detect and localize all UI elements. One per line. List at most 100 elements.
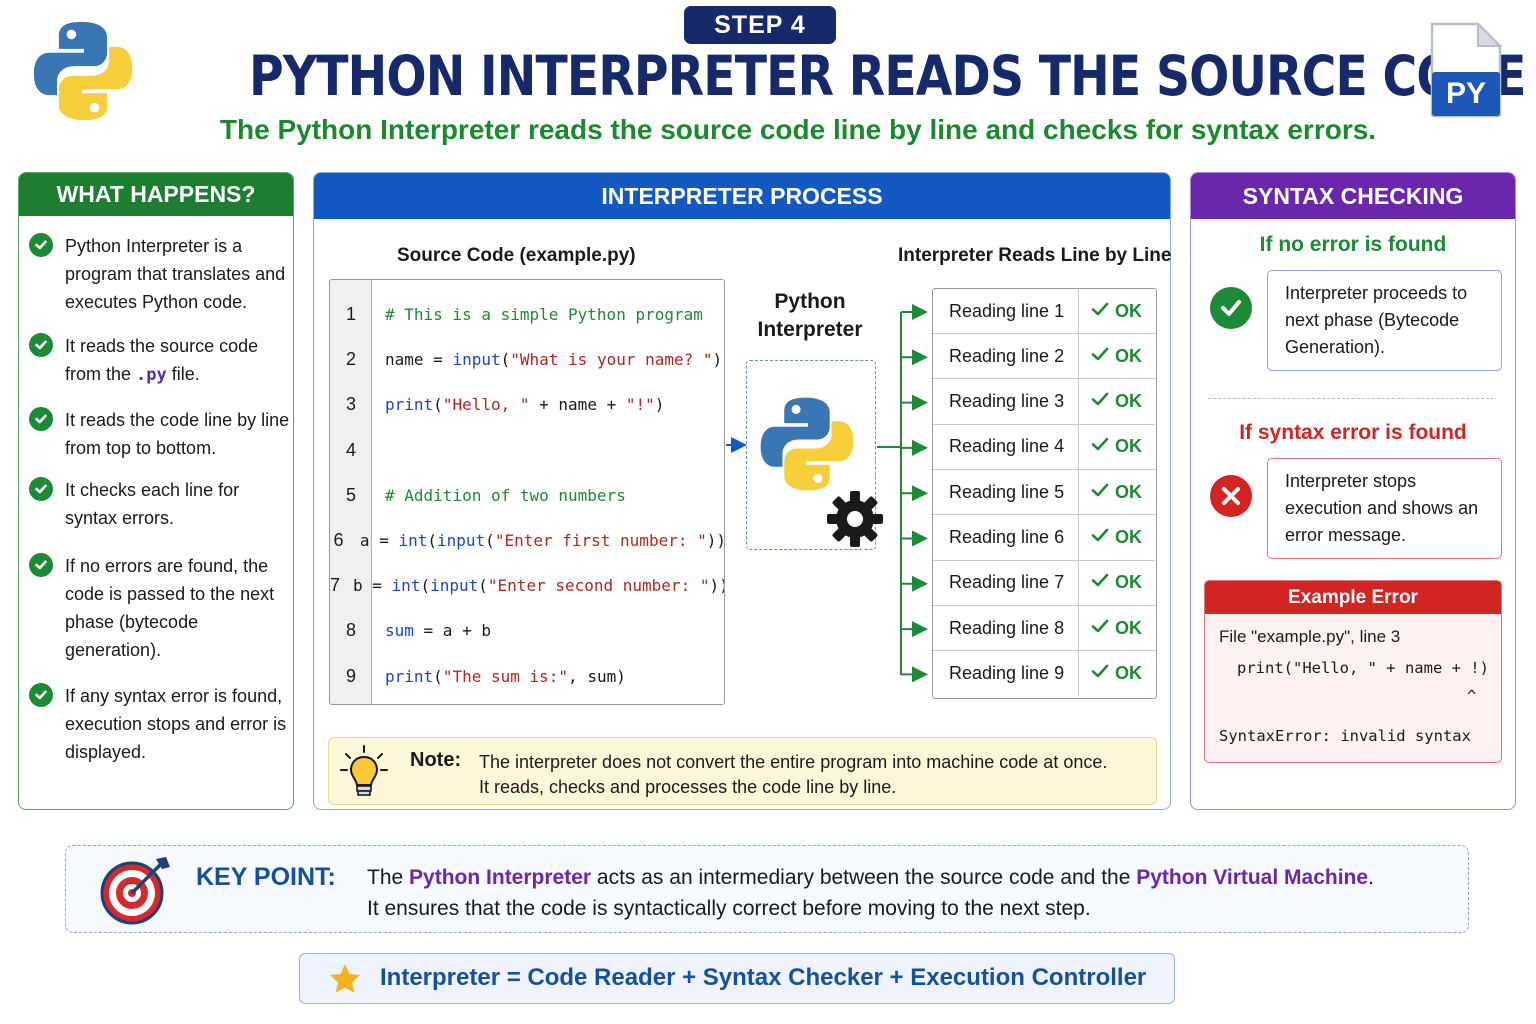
line-number-gutter: [330, 280, 372, 704]
no-error-heading: If no error is found: [1259, 233, 1447, 256]
note-line-1: The interpreter does not convert the ent…: [479, 752, 1108, 772]
code-token: print: [385, 666, 434, 686]
interpreter-process-title: INTERPRETER PROCESS: [314, 173, 1170, 219]
kp-python-interpreter: Python Interpreter: [409, 866, 592, 889]
key-point-text: The Python Interpreter acts as an interm…: [367, 862, 1374, 924]
what-happens-item: It reads the source code from the .py fi…: [29, 332, 291, 389]
check-circle-icon: [29, 553, 53, 577]
code-text: print("The sum is:", sum): [372, 667, 626, 686]
note-line-2: It reads, checks and processes the code …: [479, 777, 897, 797]
what-happens-item: It reads the code line by line from top …: [29, 406, 291, 462]
note-label: Note:: [410, 749, 462, 771]
reading-line-label: Reading line 3: [933, 379, 1079, 424]
ok-check-icon: [1091, 391, 1109, 412]
status-ok: OK: [1079, 572, 1142, 593]
code-text: print("Hello, " + name + "!"): [372, 395, 664, 414]
code-token: (: [427, 531, 437, 550]
wh-text-pre: It reads the source code from the: [65, 336, 259, 384]
line-number: 1: [345, 304, 356, 324]
reading-line-label: Reading line 7: [933, 560, 1079, 605]
what-happens-text: It reads the source code from the .py fi…: [65, 332, 291, 389]
code-token: # This is a simple Python program: [385, 305, 703, 324]
code-line: 7b = int(input("Enter second number: ")): [330, 563, 724, 608]
error-code-line: print("Hello, " + name + !): [1237, 659, 1489, 677]
status-ok: OK: [1079, 482, 1142, 503]
syntax-error-heading: If syntax error is found: [1239, 421, 1467, 444]
reading-line-label: Reading line 9: [933, 651, 1079, 697]
code-token: (: [433, 666, 443, 686]
reading-row: Reading line 3 OK: [933, 379, 1155, 425]
code-text: # Addition of two numbers: [372, 486, 626, 505]
code-token: "Enter first number: ": [494, 531, 707, 550]
no-error-box: Interpreter proceeds to next phase (Byte…: [1267, 270, 1502, 371]
what-happens-item: Python Interpreter is a program that tra…: [29, 232, 291, 316]
ok-check-icon: [1091, 482, 1109, 503]
error-message: SyntaxError: invalid syntax: [1219, 727, 1471, 745]
ok-text: OK: [1115, 436, 1142, 457]
syntax-divider: [1208, 398, 1494, 399]
error-file-text: File "example.py", line 3: [1219, 627, 1401, 646]
what-happens-title: WHAT HAPPENS?: [19, 173, 293, 216]
formula-box: Interpreter = Code Reader + Syntax Check…: [299, 953, 1175, 1004]
status-ok: OK: [1079, 436, 1142, 457]
code-token: (: [433, 395, 443, 415]
syntax-error-box: Interpreter stops execution and shows an…: [1267, 458, 1502, 559]
code-token: (: [500, 350, 511, 370]
reading-line-label: Reading line 8: [933, 606, 1079, 651]
code-text: b = int(input("Enter second number: ")): [340, 576, 724, 596]
code-token: input: [430, 576, 479, 596]
line-number: 6: [333, 530, 344, 550]
success-check-icon: [1210, 287, 1252, 329]
interpreter-label: Python Interpreter: [757, 290, 863, 341]
example-error-box: Example Error File "example.py", line 3 …: [1204, 580, 1502, 763]
ok-text: OK: [1115, 345, 1142, 366]
key-point-line-2: It ensures that the code is syntacticall…: [367, 897, 1091, 920]
code-token: b =: [353, 576, 392, 596]
code-token: # Addition of two numbers: [385, 485, 626, 505]
gear-icon: [827, 491, 883, 547]
code-token: )): [709, 576, 724, 596]
code-text: # This is a simple Python program: [372, 305, 703, 324]
code-line: 5 # Addition of two numbers: [330, 473, 724, 518]
what-happens-text: It reads the code line by line from top …: [65, 410, 290, 458]
status-ok: OK: [1079, 391, 1142, 412]
code-token: input: [437, 531, 486, 550]
code-token: , sum): [568, 666, 626, 686]
status-ok: OK: [1079, 663, 1142, 684]
what-happens-text: Python Interpreter is a program that tra…: [65, 236, 286, 312]
kp-python-vm: Python Virtual Machine: [1136, 866, 1369, 889]
code-token: "What is your name? ": [510, 350, 713, 370]
note-text: The interpreter does not convert the ent…: [479, 750, 1149, 800]
ok-check-icon: [1091, 618, 1109, 639]
ok-text: OK: [1115, 391, 1142, 412]
key-point-line-1: The Python Interpreter acts as an interm…: [367, 862, 1374, 893]
ok-text: OK: [1115, 300, 1142, 321]
what-happens-text: If no errors are found, the code is pass…: [65, 556, 275, 660]
code-token: ): [654, 395, 665, 415]
py-file-icon: PY: [1428, 22, 1504, 118]
kp-text-pre: The: [367, 866, 410, 889]
ok-check-icon: [1091, 527, 1109, 548]
check-circle-icon: [29, 233, 53, 257]
target-icon: [100, 857, 170, 925]
check-circle-icon: [29, 407, 53, 431]
line-number: 5: [345, 484, 356, 505]
reading-line-label: Reading line 6: [933, 515, 1079, 560]
syntax-checking-title: SYNTAX CHECKING: [1191, 173, 1515, 219]
error-x-icon: [1210, 475, 1252, 517]
what-happens-text: It checks each line for syntax errors.: [65, 480, 240, 528]
code-token: (: [420, 576, 431, 596]
code-token: int: [398, 531, 428, 550]
ok-check-icon: [1091, 572, 1109, 593]
code-token: a =: [359, 531, 399, 550]
example-error-title: Example Error: [1205, 581, 1501, 614]
line-number: 8: [345, 620, 356, 641]
code-line: 1 # This is a simple Python program: [330, 292, 724, 337]
code-token: name =: [385, 350, 453, 370]
line-number: 2: [345, 349, 356, 370]
ok-check-icon: [1091, 301, 1109, 322]
